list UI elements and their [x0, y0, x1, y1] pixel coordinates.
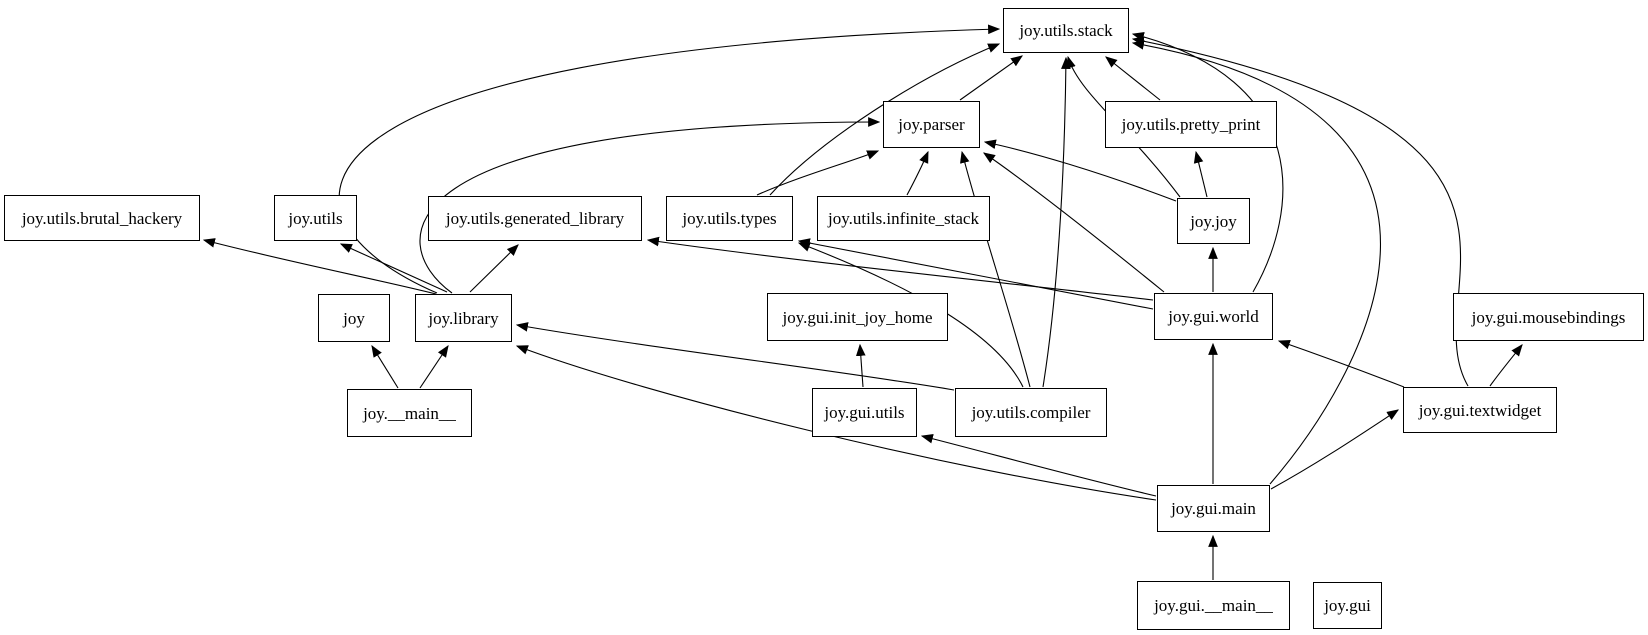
node-label-joy-library: joy.library [428, 308, 499, 328]
node-joy-utils-pretty-print: joy.utils.pretty_print [1105, 101, 1277, 148]
node-label-joy-utils-brutal-hackery: joy.utils.brutal_hackery [21, 208, 183, 228]
edge-joy-parser-to-joy-utils-stack [959, 55, 1023, 101]
node-label-joy-gui-world: joy.gui.world [1168, 307, 1259, 326]
node-joy-utils-stack: joy.utils.stack [1003, 8, 1129, 53]
node-label-joy-gui: joy.gui [1324, 596, 1371, 615]
edge-joy-gui-world-to-joy-parser [983, 152, 1165, 293]
node-label-joy-utils-compiler: joy.utils.compiler [971, 403, 1091, 422]
edge-joy-gui-world-to-joy-utils-types [797, 238, 1154, 310]
node-label-joy-gui-main: joy.gui.__main__ [1154, 596, 1273, 615]
edge-joy-gui-main-to-joy-gui-textwidget [1270, 409, 1400, 490]
node-label-joy-gui-init-joy-home: joy.gui.init_joy_home [782, 307, 933, 327]
edge-joy-gui-utils-to-joy-gui-init-joy-home [855, 343, 866, 388]
node-joy-gui-init-joy-home: joy.gui.init_joy_home [767, 293, 948, 341]
edge-joy-utils-infinite-stack-to-joy-parser [906, 150, 929, 196]
edge-joy-utils-types-to-joy-utils-stack [769, 43, 1001, 196]
node-joy-utils-infinite-stack: joy.utils.infinite_stack [817, 196, 990, 241]
edge-joy-gui-world-to-joy-utils-generated-library [646, 236, 1154, 301]
edge-joy-library-to-joy-utils-brutal-hackery [202, 238, 437, 295]
edge-joy-gui-textwidget-to-joy-utils-stack [1131, 36, 1469, 387]
edge-joy-joy-to-joy-parser [983, 139, 1177, 202]
node-label-joy-gui-main: joy.gui.main [1171, 499, 1256, 518]
edge-joy-main-to-joy [371, 344, 399, 389]
edge-joy-utils-types-to-joy-parser [756, 150, 880, 196]
node-joy-gui-textwidget: joy.gui.textwidget [1403, 387, 1557, 433]
node-label-joy-parser: joy.parser [898, 115, 965, 134]
node-joy-gui: joy.gui [1313, 582, 1382, 629]
node-joy-utils-compiler: joy.utils.compiler [955, 388, 1107, 437]
edge-joy-gui-textwidget-to-joy-gui-mousebindings [1489, 344, 1523, 387]
node-label-joy-utils-pretty-print: joy.utils.pretty_print [1121, 115, 1261, 134]
edge-joy-gui-main-to-joy-library [515, 345, 1157, 501]
node-joy-gui-world: joy.gui.world [1154, 293, 1273, 340]
node-joy-utils: joy.utils [274, 195, 357, 241]
node-joy-gui-main: joy.gui.__main__ [1137, 581, 1290, 630]
node-label-joy-gui-utils: joy.gui.utils [824, 403, 905, 422]
node-joy-gui-mousebindings: joy.gui.mousebindings [1453, 293, 1644, 341]
node-label-joy-utils-infinite-stack: joy.utils.infinite_stack [828, 209, 979, 228]
node-joy: joy [318, 294, 390, 342]
node-label-joy-utils-generated-library: joy.utils.generated_library [445, 209, 625, 228]
edges-group [202, 24, 1523, 580]
edge-joy-gui-world-to-joy-utils-stack [1131, 32, 1284, 293]
edge-joy-gui-textwidget-to-joy-gui-world [1277, 340, 1405, 388]
node-joy-utils-generated-library: joy.utils.generated_library [428, 196, 642, 241]
node-joy-utils-brutal-hackery: joy.utils.brutal_hackery [4, 195, 200, 241]
edge-joy-utils-pretty-print-to-joy-utils-stack [1105, 56, 1161, 101]
node-joy-gui-main: joy.gui.main [1157, 485, 1270, 532]
edge-joy-utils-compiler-to-joy-utils-stack [1042, 56, 1071, 388]
edge-joy-library-to-joy-utils-generated-library [469, 244, 519, 293]
node-label-joy-utils: joy.utils [288, 208, 343, 228]
node-joy-library: joy.library [415, 294, 512, 342]
node-joy-gui-utils: joy.gui.utils [812, 388, 917, 437]
node-label-joy-utils-types: joy.utils.types [682, 209, 777, 228]
node-joy-joy: joy.joy [1177, 198, 1250, 244]
node-joy-main: joy.__main__ [347, 389, 472, 437]
edge-joy-library-to-joy-utils [339, 243, 448, 293]
node-label-joy-main: joy.__main__ [363, 403, 456, 423]
edge-joy-utils-compiler-to-joy-parser [960, 150, 1031, 388]
edge-joy-library-to-joy-parser [419, 117, 881, 294]
node-label-joy: joy [343, 308, 365, 328]
edge-joy-main-to-joy-library [419, 344, 449, 389]
node-joy-parser: joy.parser [883, 101, 980, 148]
edge-joy-gui-main-to-joy-gui-utils [920, 434, 1157, 497]
node-joy-utils-types: joy.utils.types [666, 196, 793, 241]
edge-joy-gui-main-to-joy-utils-stack [1131, 40, 1381, 485]
node-label-joy-gui-textwidget: joy.gui.textwidget [1418, 400, 1542, 420]
node-label-joy-joy: joy.joy [1190, 211, 1237, 231]
edge-joy-utils-compiler-to-joy-library [515, 322, 955, 391]
edge-joy-library-to-joy-utils-stack [338, 24, 1001, 294]
node-label-joy-gui-mousebindings: joy.gui.mousebindings [1471, 307, 1626, 327]
node-label-joy-utils-stack: joy.utils.stack [1019, 21, 1113, 40]
edge-joy-joy-to-joy-utils-pretty-print [1193, 150, 1208, 198]
